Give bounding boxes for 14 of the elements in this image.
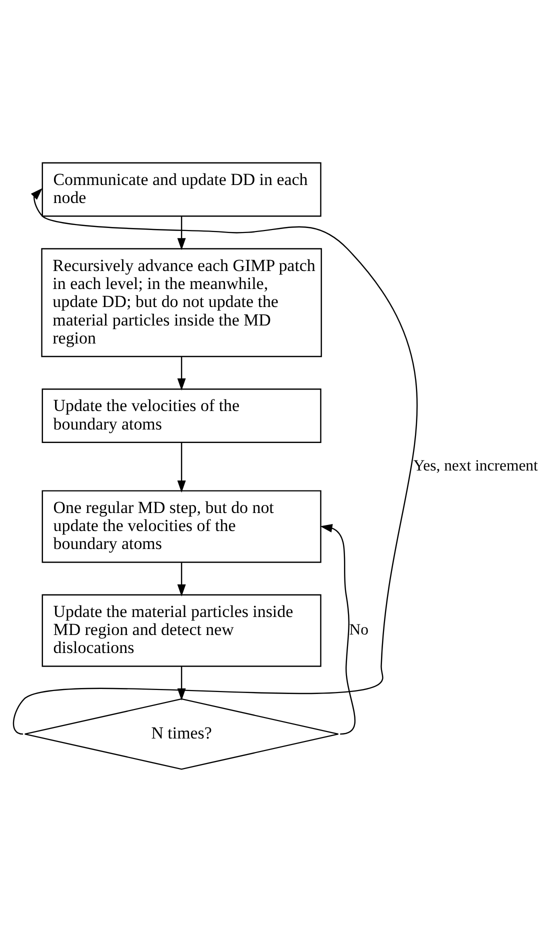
edge-label: Yes, next increment xyxy=(413,458,538,475)
node-box: Update the velocities of the boundary atoms xyxy=(42,388,322,443)
node-diamond: N times? xyxy=(24,698,339,770)
node-box: Recursively advance each GIMP patch in each level; in the meanwhile, update DD; but do not update the material particles inside the MD region xyxy=(41,248,322,358)
arrow xyxy=(13,188,418,735)
arrow xyxy=(177,216,186,250)
node-box: Communicate and update DD in each node xyxy=(42,162,322,217)
arrow xyxy=(177,356,186,390)
arrow xyxy=(177,442,186,493)
node-box: One regular MD step, but do not update the velocities of the boundary atoms xyxy=(42,490,322,563)
node-box: Update the material particles inside MD region and detect new dislocations xyxy=(42,594,322,667)
arrow xyxy=(177,562,186,596)
arrow xyxy=(320,524,356,735)
edge-label: No xyxy=(349,622,368,639)
